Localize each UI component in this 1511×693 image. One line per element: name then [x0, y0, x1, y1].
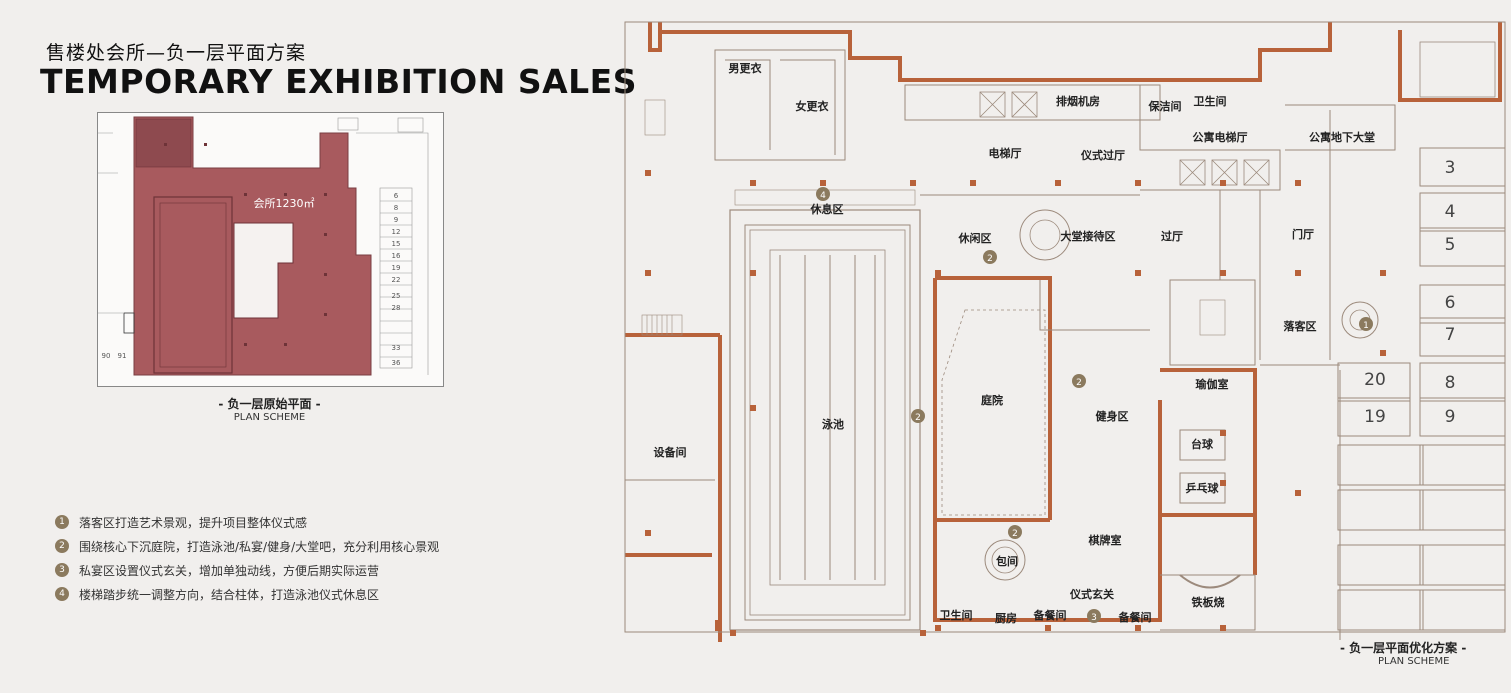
room-gym: 健身区	[1096, 409, 1129, 423]
room-ceremony-entry: 仪式玄关	[1069, 587, 1114, 601]
walls	[625, 22, 1502, 642]
room-ceremony-hall: 仪式过厅	[1080, 148, 1125, 162]
parking-25: 25	[392, 292, 401, 300]
parking-5: 5	[1445, 235, 1456, 255]
note-number: 3	[55, 563, 69, 577]
room-lobby-reception: 大堂接待区	[1061, 229, 1116, 243]
room-toilet-top: 卫生间	[1194, 94, 1227, 108]
room-elevator-hall: 电梯厅	[989, 146, 1022, 160]
svg-text:1: 1	[1363, 321, 1369, 331]
parking-90: 90	[102, 352, 111, 360]
room-cleaning: 保洁间	[1148, 99, 1182, 113]
room-male-locker: 男更衣	[729, 61, 763, 75]
room-billiards: 台球	[1191, 437, 1214, 451]
room-private: 包间	[995, 554, 1018, 568]
room-apt-lobby: 公寓地下大堂	[1309, 130, 1375, 144]
room-kitchen: 厨房	[995, 611, 1017, 625]
note-number: 2	[55, 539, 69, 553]
note-number: 1	[55, 515, 69, 529]
room-chess: 棋牌室	[1088, 533, 1122, 547]
note-item: 2 围绕核心下沉庭院，打造泳池/私宴/健身/大堂吧，充分利用核心景观	[55, 534, 439, 558]
room-pool: 泳池	[822, 417, 844, 431]
parking-12: 12	[392, 228, 401, 236]
parking-8: 8	[1445, 373, 1456, 393]
parking-7: 7	[1445, 325, 1456, 345]
room-female-locker: 女更衣	[796, 99, 830, 113]
room-rest-area: 休息区	[810, 202, 844, 216]
room-toilet-bottom: 卫生间	[940, 608, 973, 622]
room-passage-hall: 过厅	[1161, 229, 1183, 243]
parking-3: 3	[1445, 158, 1456, 178]
note-item: 4 楼梯踏步统一调整方向，结合柱体，打造泳池仪式休息区	[55, 582, 439, 606]
room-yoga: 瑜伽室	[1196, 377, 1229, 391]
parking-16: 16	[392, 252, 401, 260]
parking-6: 6	[1445, 293, 1456, 313]
room-pantry-1: 备餐间	[1033, 608, 1067, 622]
parking-8: 8	[394, 204, 398, 212]
clubhouse-area-label: 会所1230㎡	[254, 197, 315, 210]
note-text: 楼梯踏步统一调整方向，结合柱体，打造泳池仪式休息区	[79, 587, 380, 602]
marker-1: 1	[1359, 317, 1373, 331]
svg-text:2: 2	[915, 413, 921, 423]
marker-2-pool: 2	[911, 409, 925, 423]
parking-4: 4	[1445, 202, 1456, 222]
note-text: 私宴区设置仪式玄关，增加单独动线，方便后期实际运营	[79, 563, 380, 578]
room-exhaust: 排烟机房	[1056, 94, 1100, 108]
room-pantry-2: 备餐间	[1118, 610, 1152, 624]
room-equipment: 设备间	[654, 445, 687, 459]
room-dropoff: 落客区	[1284, 319, 1317, 333]
room-teppanyaki: 铁板烧	[1192, 595, 1225, 609]
svg-text:2: 2	[1076, 378, 1082, 388]
original-plan-drawing: 6 8 9 12 15 16 19 22 25 28 33 36 90 91 会…	[98, 113, 443, 386]
note-number: 4	[55, 587, 69, 601]
design-notes: 1 落客区打造艺术景观，提升项目整体仪式感 2 围绕核心下沉庭院，打造泳池/私宴…	[55, 510, 439, 606]
svg-text:3: 3	[1091, 613, 1097, 623]
parking-33: 33	[392, 344, 401, 352]
note-text: 落客区打造艺术景观，提升项目整体仪式感	[79, 515, 308, 530]
optimized-plan-caption-en: PLAN SCHEME	[1378, 656, 1450, 667]
optimized-plan-drawing: 男更衣 女更衣 排烟机房 保洁间 卫生间 公寓电梯厅 公寓地下大堂 电梯厅 仪式…	[624, 21, 1506, 642]
parking-28: 28	[392, 304, 401, 312]
parking-91: 91	[118, 352, 127, 360]
page-subtitle: 售楼处会所—负一层平面方案	[46, 42, 307, 64]
parking-15: 15	[392, 240, 401, 248]
svg-text:4: 4	[820, 191, 826, 201]
marker-3: 3	[1087, 609, 1101, 623]
note-item: 3 私宴区设置仪式玄关，增加单独动线，方便后期实际运营	[55, 558, 439, 582]
parking-9: 9	[394, 216, 398, 224]
parking-20: 20	[1364, 370, 1386, 390]
room-leisure-area: 休闲区	[958, 231, 992, 245]
parking-19: 19	[392, 264, 401, 272]
room-courtyard: 庭院	[981, 393, 1003, 407]
parking-36: 36	[392, 359, 401, 367]
svg-text:2: 2	[987, 254, 993, 264]
marker-2-gym: 2	[1072, 374, 1086, 388]
note-item: 1 落客区打造艺术景观，提升项目整体仪式感	[55, 510, 439, 534]
page-title: TEMPORARY EXHIBITION SALES	[40, 62, 637, 101]
optimized-plan-caption: - 负一层平面优化方案 -	[1340, 641, 1467, 655]
parking-6: 6	[394, 192, 399, 200]
room-apt-elevator-hall: 公寓电梯厅	[1193, 130, 1248, 144]
room-pingpong: 乒乓球	[1186, 481, 1220, 495]
room-gate-hall: 门厅	[1292, 227, 1314, 241]
parking-19: 19	[1364, 407, 1386, 427]
note-text: 围绕核心下沉庭院，打造泳池/私宴/健身/大堂吧，充分利用核心景观	[79, 539, 440, 554]
marker-2-leisure: 2	[983, 250, 997, 264]
optimized-floor-plan: 男更衣 女更衣 排烟机房 保洁间 卫生间 公寓电梯厅 公寓地下大堂 电梯厅 仪式…	[620, 20, 1511, 660]
original-plan-caption-en: PLAN SCHEME	[233, 412, 306, 423]
svg-text:2: 2	[1012, 529, 1018, 539]
marker-2-private: 2	[1008, 525, 1022, 539]
original-plan-caption: - 负一层原始平面 -	[218, 397, 321, 411]
original-floor-plan: 6 8 9 12 15 16 19 22 25 28 33 36 90 91 会…	[97, 112, 444, 387]
parking-9: 9	[1445, 407, 1456, 427]
marker-4: 4	[816, 187, 830, 201]
parking-22: 22	[392, 276, 401, 284]
